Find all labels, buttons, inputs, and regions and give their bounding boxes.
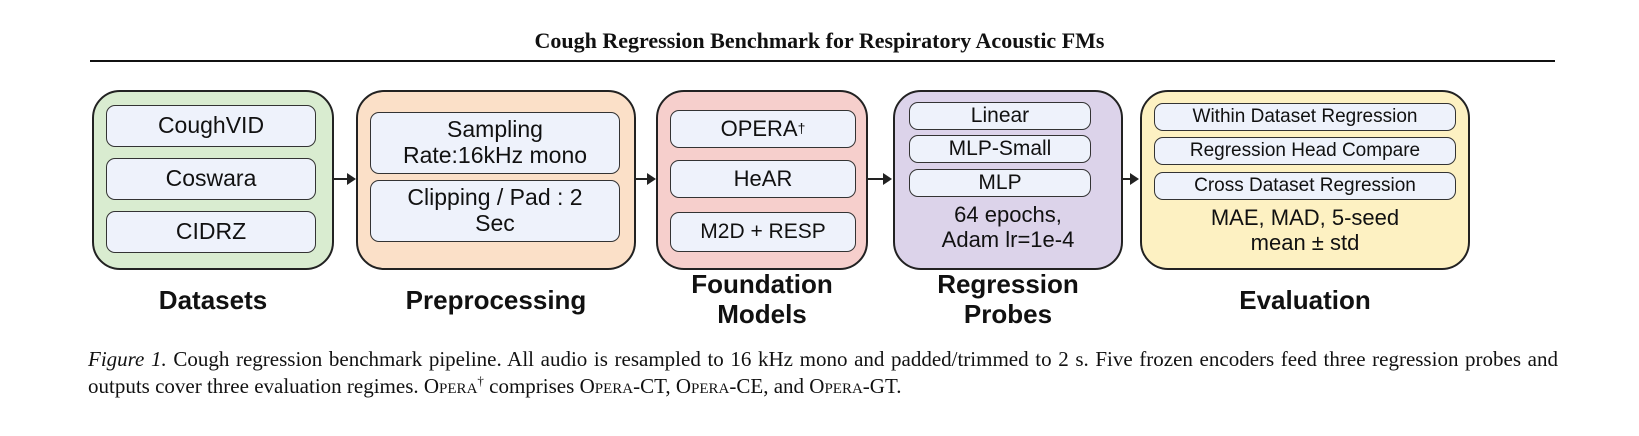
arrow-probes-to-evaluation [1123, 173, 1139, 185]
foundation-models-label: Foundation Models [656, 269, 868, 330]
caption-text-part2: comprises [483, 374, 580, 399]
foundation-label-line2: Models [717, 298, 807, 329]
preprocessing-label: Preprocessing [405, 285, 587, 315]
caption-gt: -GT. [862, 374, 902, 399]
sampling-line2: Rate:16kHz mono [402, 142, 588, 168]
eval-note-line2: mean ± std [1250, 230, 1360, 256]
preprocessing-sampling: Sampling Rate:16kHz mono [370, 112, 620, 174]
caption-opera-gt: Opera [809, 374, 863, 399]
arrow-preprocessing-to-models [636, 173, 656, 185]
eval-metrics-note: MAE, MAD, 5-seed mean ± std [1140, 205, 1470, 256]
title-rule [90, 60, 1555, 62]
preprocessing-clipping: Clipping / Pad : 2 Sec [370, 180, 620, 242]
model-opera: OPERA† [670, 110, 856, 148]
model-m2d-resp: M2D + RESP [670, 212, 856, 252]
eval-note-line1: MAE, MAD, 5-seed [1210, 205, 1400, 230]
eval-head-compare: Regression Head Compare [1154, 137, 1456, 165]
probe-note-line2: Adam lr=1e-4 [941, 227, 1075, 253]
clipping-line1: Clipping / Pad : 2 [407, 184, 583, 211]
caption-opera-ce: Opera [675, 374, 730, 399]
sampling-line1: Sampling [447, 116, 543, 143]
caption-opera: Opera [423, 374, 478, 399]
probes-label-line2: Probes [963, 298, 1053, 329]
model-hear: HeAR [670, 160, 856, 198]
probes-label-line1: Regression [937, 269, 1079, 299]
dataset-coughvid: CoughVID [106, 105, 316, 147]
model-opera-name: OPERA [720, 115, 798, 141]
foundation-label-line1: Foundation [691, 269, 833, 299]
probe-linear: Linear [909, 102, 1091, 130]
eval-cross-dataset: Cross Dataset Regression [1154, 172, 1456, 200]
probe-mlp-small: MLP-Small [909, 135, 1091, 163]
caption-ce: -CE, and [729, 374, 810, 399]
clipping-line2: Sec [475, 210, 515, 236]
probe-note-line1: 64 epochs, [954, 202, 1062, 227]
caption-opera-ct: Opera [579, 374, 634, 399]
caption-figure-label: Figure 1. [88, 347, 167, 371]
figure-caption: Figure 1. Cough regression benchmark pip… [88, 346, 1558, 401]
regression-probes-label: Regression Probes [893, 269, 1123, 330]
arrow-datasets-to-preprocessing [334, 173, 356, 185]
dataset-coswara: Coswara [106, 158, 316, 200]
caption-text-part1: Cough regression benchmark pipeline. All… [88, 347, 1558, 399]
probe-training-note: 64 epochs, Adam lr=1e-4 [893, 202, 1123, 253]
probe-mlp: MLP [909, 169, 1091, 197]
datasets-label: Datasets [158, 285, 268, 315]
evaluation-label: Evaluation [1239, 285, 1371, 315]
opera-dagger: † [797, 120, 806, 137]
arrow-models-to-probes [868, 173, 892, 185]
figure-title: Cough Regression Benchmark for Respirato… [534, 28, 1105, 53]
caption-ct: -CT, [633, 374, 676, 399]
caption-dagger: † [477, 373, 484, 389]
eval-within-dataset: Within Dataset Regression [1154, 103, 1456, 131]
dataset-cidrz: CIDRZ [106, 211, 316, 253]
